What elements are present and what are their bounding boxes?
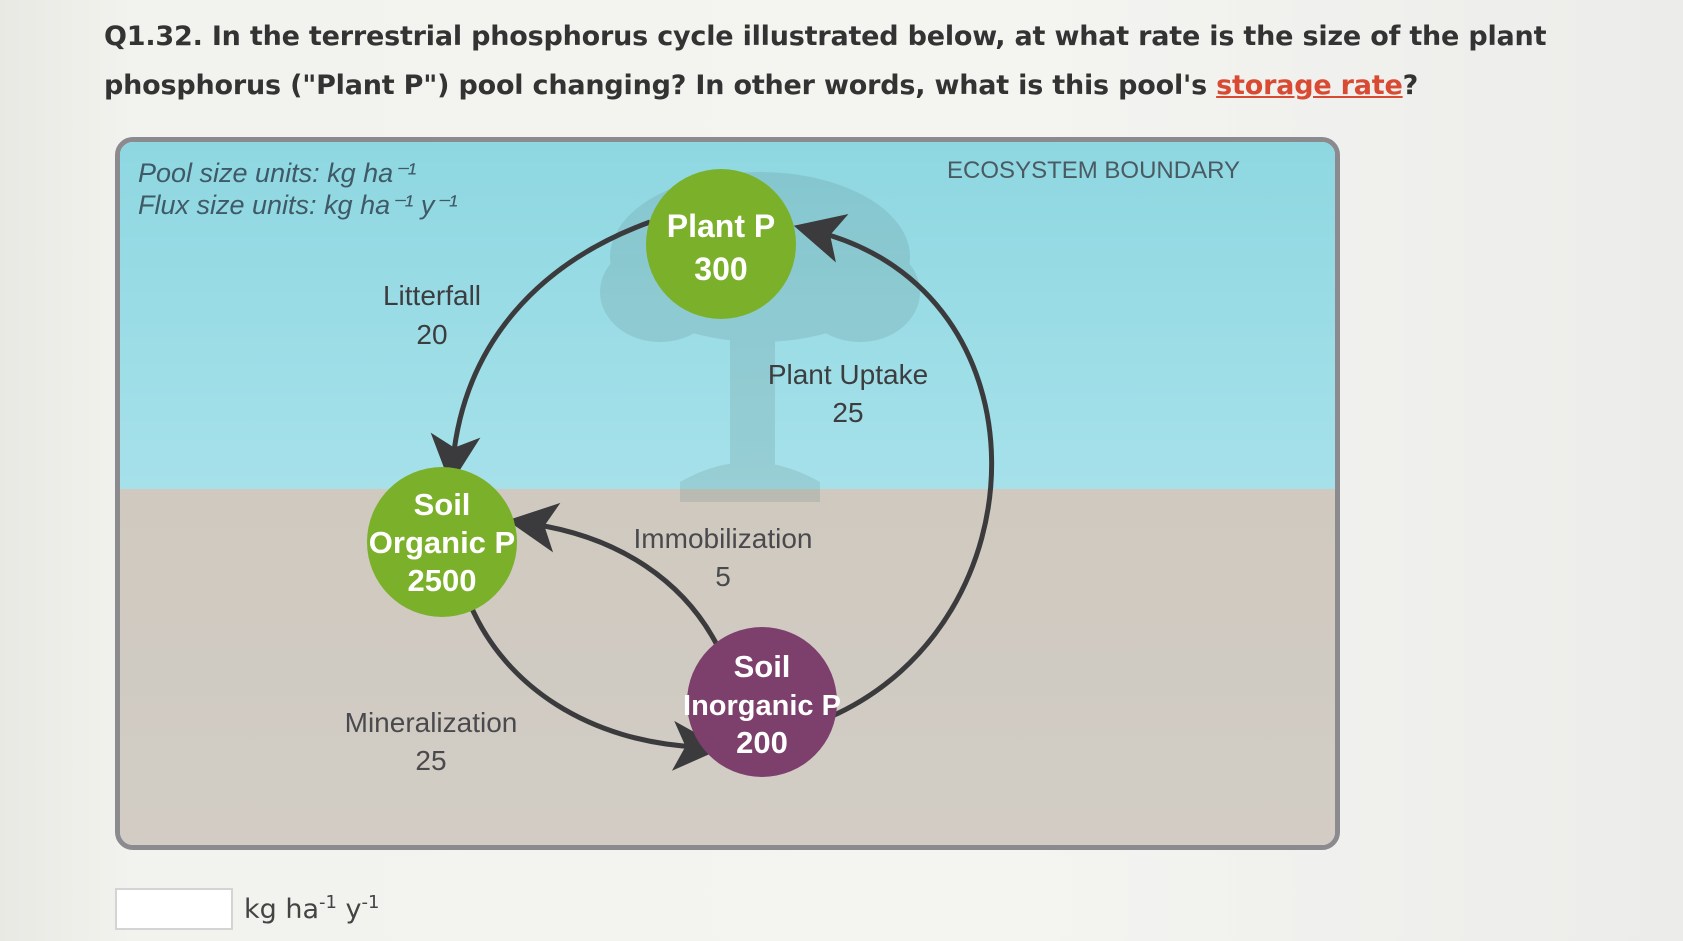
mineralization-arrow xyxy=(467,603,723,771)
diagram-svg: Pool size units: kg ha⁻¹ Flux size units… xyxy=(138,157,1240,777)
plant-p-pool: Plant P 300 xyxy=(646,169,796,319)
mineralization-value: 25 xyxy=(415,745,446,776)
answer-unit-base: kg ha xyxy=(244,894,320,925)
ecosystem-boundary-label: ECOSYSTEM BOUNDARY xyxy=(947,157,1240,184)
plant-uptake-label: Plant Uptake xyxy=(768,359,928,390)
plant-uptake-arrow xyxy=(793,214,995,720)
soil-organic-p-name1: Soil xyxy=(414,487,471,522)
immobilization-value: 5 xyxy=(715,561,731,592)
soil-inorganic-p-pool: Soil Inorganic P 200 xyxy=(683,627,841,777)
litterfall-value: 20 xyxy=(416,319,447,350)
soil-inorganic-p-name2: Inorganic P xyxy=(683,690,841,722)
answer-unit: kg ha-1 y-1 xyxy=(244,892,379,925)
pool-units-label: Pool size units: kg ha⁻¹ xyxy=(138,158,416,188)
immobilization-label: Immobilization xyxy=(634,523,813,554)
plant-p-name: Plant P xyxy=(667,208,775,244)
phosphorus-cycle-diagram: Pool size units: kg ha⁻¹ Flux size units… xyxy=(115,137,1340,850)
storage-rate-link[interactable]: storage rate xyxy=(1216,70,1403,101)
soil-inorganic-p-value: 200 xyxy=(736,725,788,760)
soil-inorganic-p-circle xyxy=(687,627,837,777)
answer-unit-exp2: -1 xyxy=(361,892,380,913)
soil-organic-p-name2: Organic P xyxy=(369,525,515,560)
plant-p-value: 300 xyxy=(694,251,747,287)
question-body: Q1.32. In the terrestrial phosphorus cyc… xyxy=(104,21,1547,101)
mineralization-label: Mineralization xyxy=(345,707,518,738)
soil-organic-p-value: 2500 xyxy=(408,563,477,598)
soil-organic-p-pool: Soil Organic P 2500 xyxy=(367,467,517,617)
plant-p-circle xyxy=(646,169,796,319)
question-text: Q1.32. In the terrestrial phosphorus cyc… xyxy=(104,12,1664,110)
answer-input[interactable] xyxy=(115,888,233,930)
question-mark: ? xyxy=(1402,70,1419,101)
litterfall-arrow xyxy=(430,219,651,485)
litterfall-label: Litterfall xyxy=(383,280,481,311)
answer-unit-mid: y xyxy=(336,894,362,925)
plant-uptake-value: 25 xyxy=(832,397,863,428)
soil-organic-p-circle xyxy=(367,467,517,617)
answer-unit-exp1: -1 xyxy=(319,892,337,913)
immobilization-arrow xyxy=(507,502,721,649)
flux-units-label: Flux size units: kg ha⁻¹ y⁻¹ xyxy=(138,190,458,220)
soil-inorganic-p-name1: Soil xyxy=(734,649,791,684)
